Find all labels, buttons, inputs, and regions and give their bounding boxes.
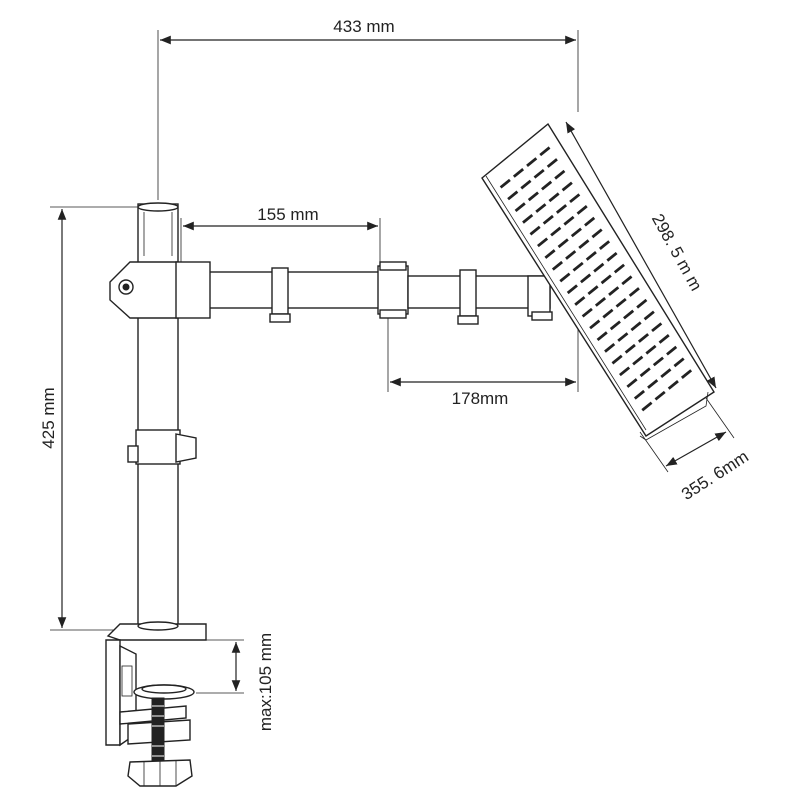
vent-slot <box>533 168 545 179</box>
vent-slot <box>574 296 586 306</box>
dimension-clamp-opening: max:105 mm <box>196 633 275 731</box>
desk-clamp <box>105 621 207 787</box>
vent-slot <box>589 319 601 330</box>
arm-segment-2-label: 178mm <box>452 389 509 408</box>
vent-slot <box>565 250 577 260</box>
vent-slot <box>633 389 646 400</box>
vent-slot <box>563 215 575 226</box>
vent-slot <box>522 213 534 224</box>
vent-slot <box>680 369 693 379</box>
vent-slot <box>594 297 607 307</box>
vent-slot <box>580 273 592 284</box>
vent-slot <box>604 342 616 353</box>
vent-slot <box>520 179 532 190</box>
vent-slot <box>557 238 569 249</box>
vent-slot <box>527 191 539 202</box>
vent-slot <box>587 285 599 296</box>
vent-slot <box>673 357 685 368</box>
vent-slot <box>626 378 638 388</box>
vent-slot <box>613 263 625 274</box>
plate-ventilation-slots <box>499 146 693 412</box>
vent-slot <box>606 251 618 262</box>
vent-slot <box>624 343 636 354</box>
vent-slot <box>566 284 578 295</box>
clamp-opening-label: max:105 mm <box>256 633 275 731</box>
articulating-arm <box>109 261 553 325</box>
vent-slot <box>585 251 597 261</box>
vent-slot <box>591 228 603 239</box>
vent-slot <box>602 308 614 319</box>
vent-slot <box>593 262 605 273</box>
vent-slot <box>609 320 621 331</box>
dimension-pole-height: 425 mm <box>39 206 140 631</box>
vent-slot <box>643 310 655 321</box>
vent-slot <box>617 332 629 342</box>
vent-slot <box>621 275 633 286</box>
vent-slot <box>647 379 659 389</box>
vent-slot <box>628 287 640 297</box>
vent-slot <box>554 169 566 180</box>
vent-slot <box>666 345 678 356</box>
vent-slot <box>512 168 525 178</box>
dimension-arm-segment-2: 178mm <box>387 318 579 408</box>
plate-width-label: 355. 6mm <box>678 447 752 504</box>
vesa-plate <box>481 122 715 441</box>
vent-slot <box>546 158 558 168</box>
vent-slot <box>654 390 666 401</box>
vent-slot <box>632 355 644 366</box>
vent-slot <box>660 368 672 379</box>
overall-width-label: 433 mm <box>333 17 394 36</box>
vent-slot <box>598 240 611 250</box>
vent-slot <box>541 180 553 191</box>
vent-slot <box>529 225 541 236</box>
vent-slot <box>578 239 590 250</box>
vent-slot <box>550 226 562 237</box>
vent-slot <box>623 309 635 320</box>
vent-slot <box>611 354 623 365</box>
vent-slot <box>639 367 651 378</box>
vent-slot <box>535 203 547 213</box>
vent-slot <box>608 286 620 296</box>
vent-slot <box>499 178 511 189</box>
vent-slot <box>637 333 650 343</box>
vent-slot <box>548 192 560 203</box>
pole-height-label: 425 mm <box>39 387 58 448</box>
vent-slot <box>555 204 568 214</box>
vent-slot <box>576 205 588 215</box>
vent-slot <box>667 380 679 390</box>
vent-slot <box>584 216 596 227</box>
vent-slot <box>652 356 664 367</box>
vent-slot <box>569 193 581 204</box>
vent-slot <box>651 322 663 333</box>
vent-slot <box>570 227 582 238</box>
vent-slot <box>551 260 564 271</box>
vent-slot <box>537 237 549 248</box>
vent-slot <box>641 401 653 412</box>
vent-slot <box>619 366 631 377</box>
vent-slot <box>526 157 538 167</box>
vent-slot <box>514 202 526 212</box>
vent-slot <box>544 249 556 259</box>
vent-slot <box>507 190 519 201</box>
vent-slot <box>615 297 627 308</box>
vent-slot <box>636 298 648 309</box>
vent-slot <box>645 344 657 355</box>
vent-slot <box>581 307 593 318</box>
vent-slot <box>596 331 608 341</box>
dimension-arm-segment-1: 155 mm <box>180 205 381 270</box>
arm-segment-1-label: 155 mm <box>257 205 318 224</box>
dimension-overall-width: 433 mm <box>157 17 579 200</box>
vent-slot <box>572 261 584 272</box>
vent-slot <box>559 272 571 283</box>
vent-slot <box>542 214 554 225</box>
vent-slot <box>658 334 670 344</box>
vent-slot <box>600 274 612 285</box>
vent-slot <box>539 146 551 157</box>
vent-slot <box>561 181 573 192</box>
vent-slot <box>630 321 642 332</box>
